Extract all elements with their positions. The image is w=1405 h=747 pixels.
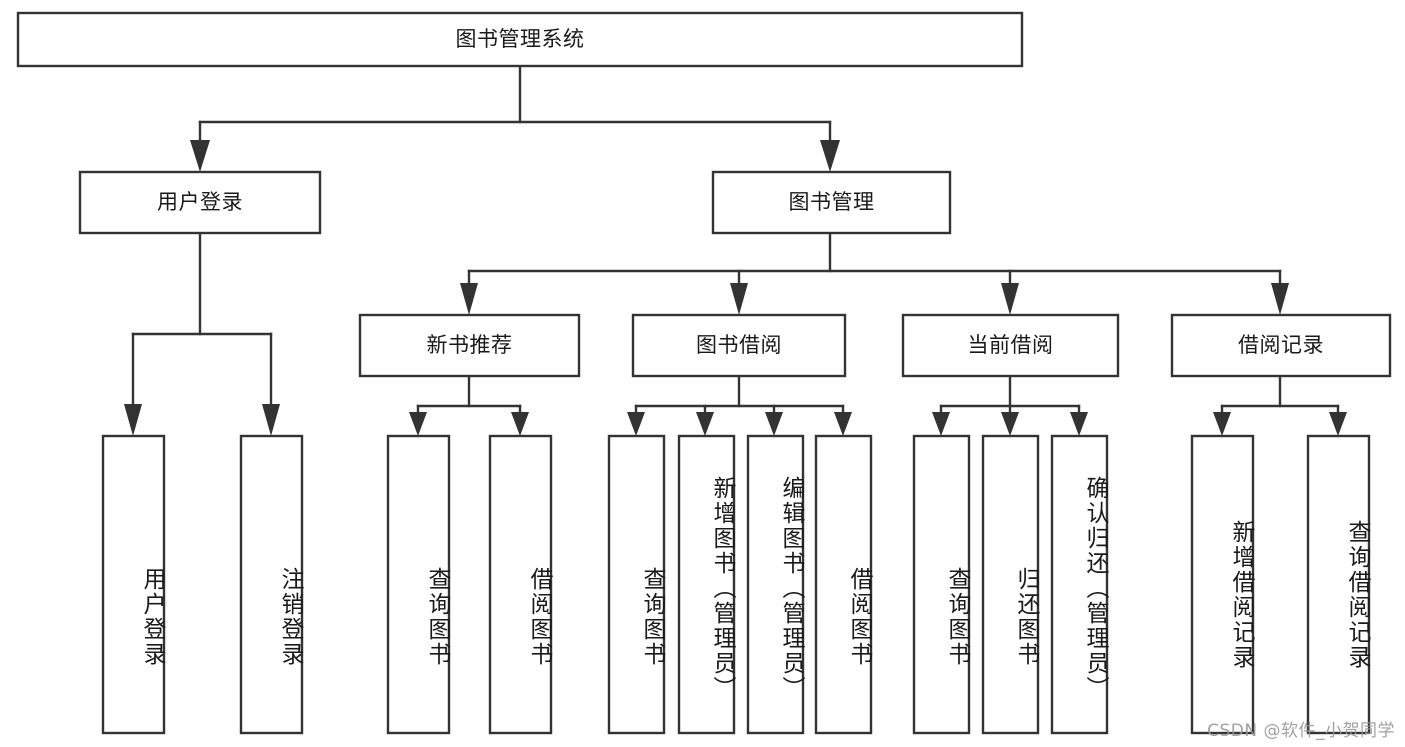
connector-borrowrecord-to-leaves — [1213, 374, 1347, 436]
arrowhead-icon — [1070, 412, 1088, 436]
node-box-leaf-add-book[interactable] — [677, 434, 736, 735]
node-box-leaf-add-record[interactable] — [1190, 434, 1255, 735]
arrowhead-icon — [124, 404, 142, 436]
csdn-watermark: CSDN @软件_小贺同学 — [1207, 721, 1395, 741]
arrowhead-icon — [730, 283, 748, 315]
arrowhead-icon — [262, 404, 280, 436]
node-box-leaf-return-book[interactable] — [981, 434, 1040, 735]
arrowhead-icon — [1001, 412, 1019, 436]
node-box-user-login[interactable] — [78, 170, 322, 235]
connector-userlogin-to-leaves — [124, 231, 280, 436]
node-box-leaf-user-login[interactable] — [101, 434, 166, 735]
connector-currentborrow-to-leaves — [932, 374, 1088, 436]
arrowhead-icon — [696, 412, 714, 436]
connector-bookborrow-to-leaves — [627, 374, 852, 436]
arrowhead-icon — [627, 412, 645, 436]
connector-bookmanage-to-level3 — [460, 231, 1289, 315]
node-box-borrow-record[interactable] — [1170, 313, 1392, 378]
node-box-leaf-query-book-3[interactable] — [912, 434, 971, 735]
arrowhead-icon — [1001, 283, 1019, 315]
arrowhead-icon — [460, 283, 478, 315]
connector-newbook-to-leaves — [409, 374, 529, 436]
node-box-book-manage[interactable] — [711, 170, 952, 235]
arrowhead-icon — [511, 412, 529, 436]
node-box-leaf-query-record[interactable] — [1306, 434, 1371, 735]
arrowhead-icon — [834, 412, 852, 436]
node-box-leaf-user-logout[interactable] — [239, 434, 304, 735]
node-box-current-borrow[interactable] — [901, 313, 1120, 378]
node-box-leaf-borrow-book-1[interactable] — [488, 434, 553, 735]
node-box-leaf-query-book-1[interactable] — [386, 434, 451, 735]
arrowhead-icon — [409, 412, 427, 436]
node-box-leaf-confirm-return[interactable] — [1050, 434, 1109, 735]
arrowhead-icon — [820, 140, 840, 172]
arrowhead-icon — [190, 140, 210, 172]
node-box-new-book-recommend[interactable] — [358, 313, 581, 378]
node-box-leaf-query-book-2[interactable] — [607, 434, 666, 735]
arrowhead-icon — [1213, 412, 1231, 436]
node-box-root[interactable] — [16, 11, 1024, 68]
node-box-leaf-borrow-book-2[interactable] — [814, 434, 873, 735]
arrowhead-icon — [765, 412, 783, 436]
arrowhead-icon — [1329, 412, 1347, 436]
arrowhead-icon — [1271, 283, 1289, 315]
node-box-book-borrow[interactable] — [631, 313, 847, 378]
node-box-leaf-edit-book[interactable] — [746, 434, 805, 735]
connector-root-to-level2 — [190, 65, 840, 172]
arrowhead-icon — [932, 412, 950, 436]
